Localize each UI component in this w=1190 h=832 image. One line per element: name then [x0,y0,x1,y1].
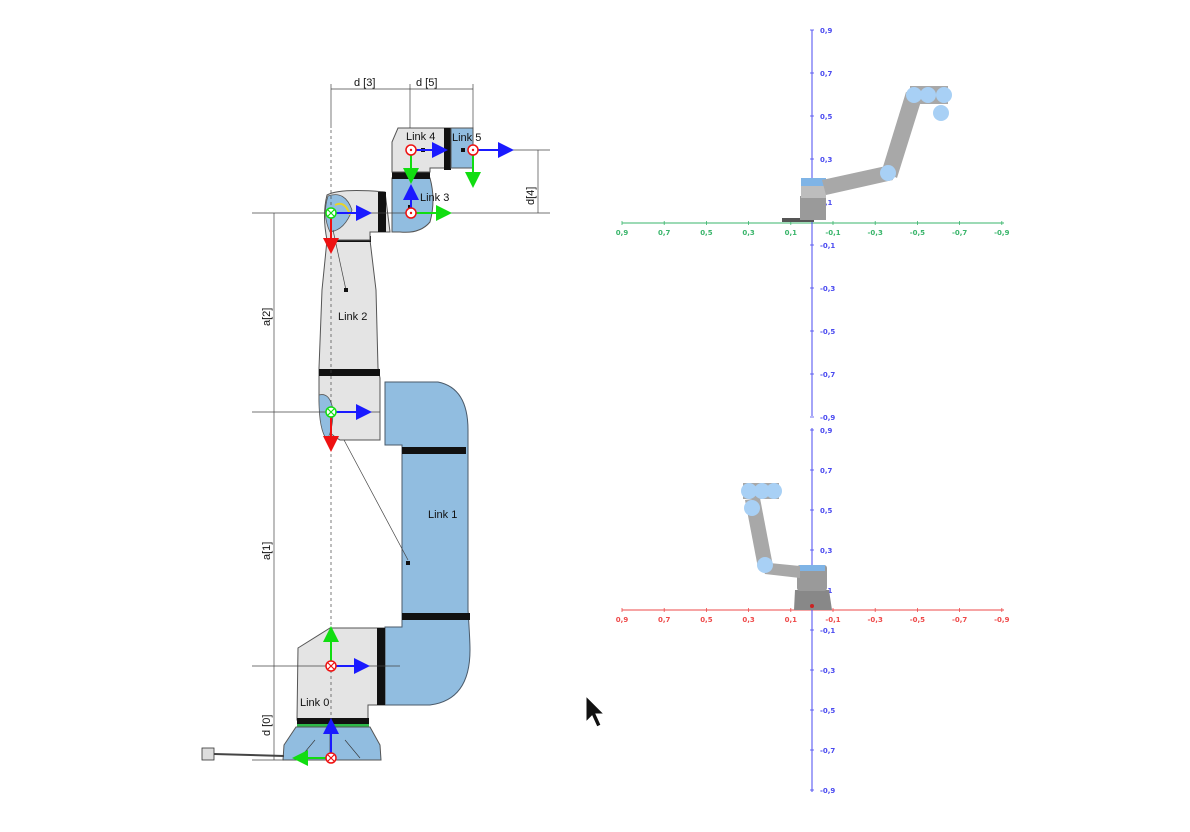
dim-d5: d [5] [416,77,437,89]
link-0-band-side [377,628,385,705]
x-tick-label: 0,7 [658,616,671,624]
cable-connector [201,747,215,761]
y-tick-label: 0,5 [820,113,833,121]
x-tick-label: 0,5 [700,229,713,237]
plot-top-view: 0,9 0,7 0,5 0,3 0,1 -0,1 -0,3 -0,5 -0,7 -0,9 0,9 0… [616,27,1010,422]
x-tick-label: 0,5 [700,616,713,624]
y-tick-label: -0,9 [820,414,835,422]
frame-6 [465,142,514,188]
x-tick-label: -0,9 [994,616,1009,624]
x-tick-label: 0,7 [658,229,671,237]
x-tick-label: 0,1 [785,229,798,237]
y-tick-label: 0,7 [820,467,833,475]
dimension-lines [252,84,550,761]
x-tick-label: -0,1 [825,229,840,237]
x-tick-label: -0,1 [825,616,840,624]
frame-4 [403,184,452,221]
y-tick-label: -0,1 [820,627,835,635]
y-tick-label: -0,1 [820,242,835,250]
frame-5 [403,142,448,184]
x-tick-label: -0,3 [868,229,883,237]
frame-0 [292,718,339,766]
y-tick-label: 0,1 [820,199,833,207]
plot-side-view: 0,9 0,7 0,5 0,3 0,1 -0,1 -0,3 -0,5 -0,7 -0,9 0,9 0… [616,427,1010,795]
y-tick-label: -0,5 [820,707,835,715]
x-tick-label: -0,9 [994,229,1009,237]
y-tick-label: -0,3 [820,667,835,675]
x-tick-label: 0,1 [785,616,798,624]
y-tick-label: -0,5 [820,328,835,336]
link-2-band [319,369,380,376]
x-tick-label: 0,3 [742,616,755,624]
y-tick-label: 0,3 [820,156,833,164]
link-1-band-top [402,447,466,454]
x-tick-label: 0,9 [616,229,629,237]
link-3-band [378,192,386,232]
link-3-wrist [391,177,434,233]
robot-arm-diagram: d [3] d [5] d[4] a[2] a[1] d [0] Link 0 … [201,77,550,766]
y-tick-label: 0,9 [820,27,833,35]
side-robot-render [741,483,832,610]
link-1-band-bottom [402,613,470,620]
frame-2 [323,404,372,452]
frame-3 [323,205,372,254]
link-1-body [384,381,471,706]
frame-1 [323,626,370,674]
dim-a2: a[2] [261,308,273,326]
label-link-5: Link 5 [452,132,481,144]
dim-a1: a[1] [261,542,273,560]
y-tick-label: 0,3 [820,547,833,555]
y-tick-label: -0,3 [820,285,835,293]
x-tick-label: -0,7 [952,229,967,237]
x-tick-label: -0,7 [952,616,967,624]
label-link-1: Link 1 [428,509,457,521]
mouse-cursor-icon [585,694,606,728]
label-link-4: Link 4 [406,131,435,143]
x-tick-label: 0,9 [616,616,629,624]
x-tick-label: -0,3 [868,616,883,624]
label-link-0: Link 0 [300,697,329,709]
y-tick-label: 0,7 [820,70,833,78]
y-tick-label: -0,7 [820,371,835,379]
x-tick-label: -0,5 [910,616,925,624]
top-robot-render [782,86,952,222]
dim-d0: d [0] [261,715,273,736]
y-tick-label: -0,9 [820,787,835,795]
label-link-2: Link 2 [338,311,367,323]
dim-d4: d[4] [525,187,537,205]
y-tick-label: 0,5 [820,507,833,515]
y-tick-label: -0,7 [820,747,835,755]
label-link-3: Link 3 [420,192,449,204]
link-0-band-bottom [297,718,369,725]
x-tick-label: -0,5 [910,229,925,237]
y-tick-label: 0,9 [820,427,833,435]
cable [213,753,285,757]
x-tick-label: 0,3 [742,229,755,237]
dim-d3: d [3] [354,77,375,89]
